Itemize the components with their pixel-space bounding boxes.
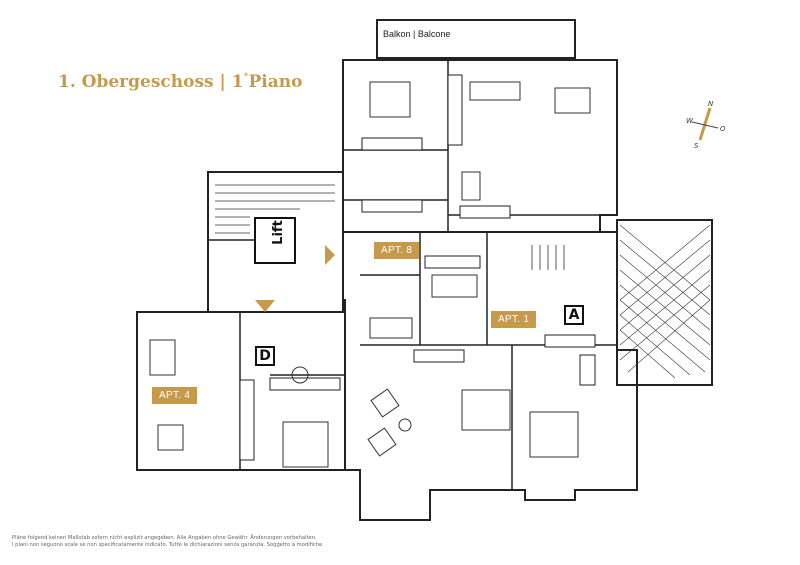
lift-label: Lift [270,220,286,245]
entry-marker-apt8 [325,245,335,265]
disclaimer: Pläne folgend keinen Maßstab sofern nich… [12,535,324,549]
apartment-label-apt1: APT. 1 [491,311,537,328]
compass-needle-icon [691,107,719,141]
compass-s: S [694,142,699,150]
stair-badge-a: A [564,305,584,325]
floor-title-degree: ° [243,72,249,84]
compass-w: W [686,117,693,125]
compass: N W O S [680,100,730,150]
disclaimer-line-it: I piani non seguono scale se non specifi… [12,542,324,548]
compass-n: N [708,100,714,108]
lift-box [254,217,296,264]
compass-o: O [720,125,726,133]
floor-title: 1. Obergeschoss | 1°Piano [58,72,302,92]
roof-outline [616,219,713,386]
stair-badge-d: D [255,346,275,366]
apt4-outline [136,311,346,471]
floor-title-suffix: Piano [248,72,303,92]
entry-marker-apt4 [255,300,275,312]
floor-title-main: 1. Obergeschoss | 1 [58,72,244,92]
disclaimer-line-de: Pläne folgend keinen Maßstab sofern nich… [12,535,317,541]
apartment-label-apt8: APT. 8 [374,242,420,259]
apartment-label-apt4: APT. 4 [152,387,198,404]
balcony-label: Balkon | Balcone [383,29,451,39]
balcony-outline [376,19,576,59]
